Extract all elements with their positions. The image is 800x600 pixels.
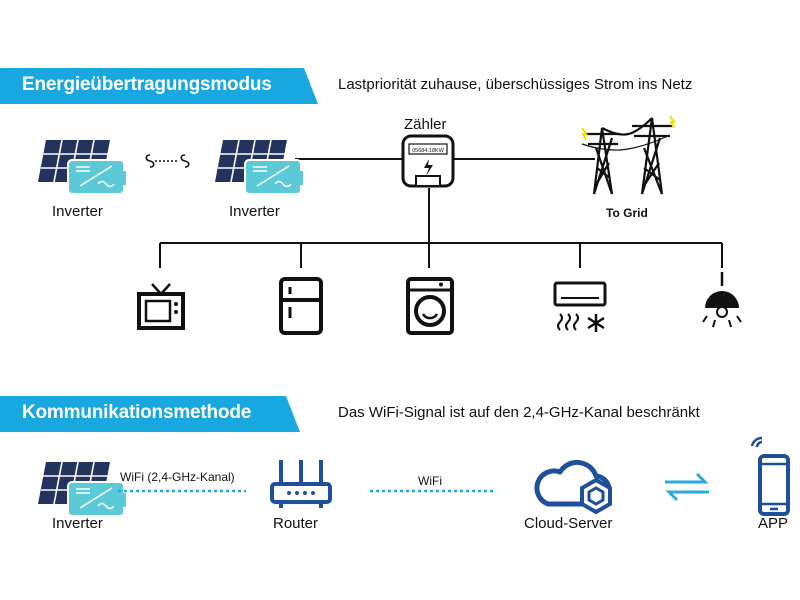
section1-subtitle: Lastpriorität zuhause, überschüssiges St… (338, 76, 693, 93)
smartphone-icon (750, 436, 790, 516)
banner-shape (0, 396, 300, 432)
washing-machine-icon (406, 277, 454, 335)
ceiling-lamp-icon (702, 272, 742, 328)
solar-inverter-icon (38, 139, 126, 195)
meter-label: Zähler (404, 116, 447, 133)
link2-label: WiFi (418, 474, 442, 488)
transmission-tower-icon (581, 115, 676, 195)
inverter-chain-link (145, 154, 190, 168)
router-icon (270, 460, 332, 508)
link1-label: WiFi (2,4-GHz-Kanal) (120, 470, 235, 484)
grid-label: To Grid (606, 206, 648, 220)
air-conditioner-icon (553, 281, 607, 332)
sync-arrows-icon (665, 472, 709, 502)
app-label: APP (758, 515, 789, 532)
inverter2-label: Inverter (229, 203, 280, 220)
section2-subtitle: Das WiFi-Signal ist auf den 2,4-GHz-Kana… (338, 404, 700, 421)
section2-title: Kommunikationsmethode (22, 402, 252, 423)
inverter1-label: Inverter (52, 203, 103, 220)
wifi-link-line (370, 489, 496, 493)
solar-inverter-icon (215, 139, 303, 195)
section1-title: Energieübertragungsmodus (22, 74, 272, 95)
fridge-icon (279, 277, 323, 335)
section1-banner: Energieübertragungsmodus (0, 68, 320, 104)
electric-meter-icon: 05684.18KW (401, 134, 455, 188)
section2-banner: Kommunikationsmethode (0, 396, 305, 432)
tv-icon (137, 283, 185, 330)
wifi-link-line (118, 489, 246, 493)
router-label: Router (273, 515, 319, 532)
cloud-server-icon (534, 459, 612, 514)
inverter-label: Inverter (52, 515, 103, 532)
solar-inverter-icon (38, 461, 126, 517)
banner-shape (0, 68, 318, 104)
cloud-label: Cloud-Server (524, 515, 613, 532)
meter-reading: 05684.18KW (412, 148, 445, 154)
